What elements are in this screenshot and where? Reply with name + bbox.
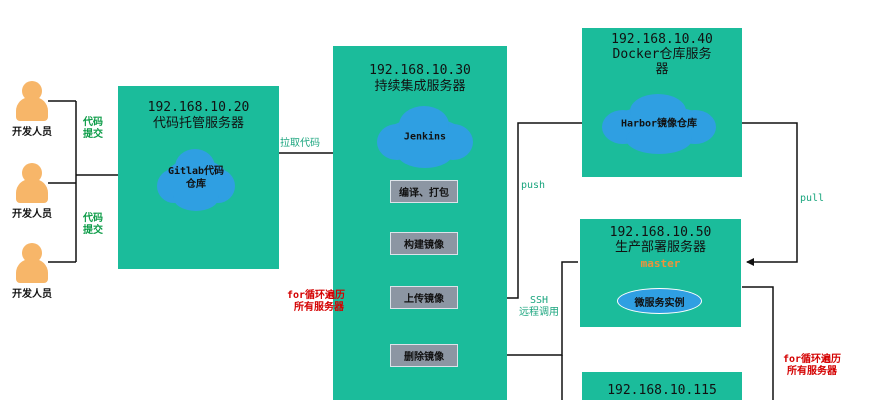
gitlab-repo-label-2: 仓库 [186, 179, 206, 190]
jenkins-label: Jenkins [403, 131, 447, 143]
prod-loop-note: for循环遍历 所有服务器 [783, 354, 842, 377]
jenkins-cloud: Jenkins [377, 104, 473, 170]
person-icon [22, 163, 42, 183]
gitlab-repo-cloud: Gitlab代码 仓库 [157, 145, 235, 211]
gitlab-server-ip: 192.168.10.20 [147, 100, 250, 115]
right-loop-bracket [742, 286, 774, 400]
pull-code-label: 拉取代码 [280, 138, 320, 149]
prod-server-ip: 192.168.10.50 [609, 225, 712, 240]
ci-loop-note: for循环遍历 所有服务器 [287, 290, 346, 313]
ci-server-box: 192.168.10.30 持续集成服务器 [333, 46, 507, 400]
step-compile: 编译、打包 [390, 180, 458, 203]
developer-label: 开发人员 [12, 127, 52, 138]
harbor-cloud: Harbor镜像仓库 [602, 92, 716, 156]
docker-server-name-2: 器 [655, 62, 669, 77]
step-delete-image: 删除镜像 [390, 344, 458, 367]
ssh-line [458, 261, 578, 356]
prod-server-2-box: 192.168.10.115 [582, 372, 742, 400]
prod-server-2-ip: 192.168.10.115 [607, 383, 717, 398]
pull-label: pull [800, 193, 825, 204]
ci-server-name: 持续集成服务器 [374, 79, 466, 94]
person-icon [22, 243, 42, 263]
person-icon [22, 81, 42, 101]
docker-server-name-1: Docker仓库服务 [612, 47, 712, 62]
developer-label: 开发人员 [12, 289, 52, 300]
step-upload-image: 上传镜像 [390, 286, 458, 309]
harbor-label: Harbor镜像仓库 [620, 118, 698, 130]
master-tag: master [640, 257, 681, 270]
gitlab-server-name: 代码托管服务器 [152, 116, 244, 131]
commit-label-top: 代码 提交 [83, 117, 103, 140]
gitlab-repo-label-1: Gitlab代码 [167, 166, 225, 177]
docker-server-ip: 192.168.10.40 [611, 32, 713, 47]
developer-label: 开发人员 [12, 209, 52, 220]
ci-server-ip: 192.168.10.30 [369, 63, 471, 78]
ssh-label: SSH 远程调用 [519, 295, 559, 318]
microservice-instance: 微服务实例 [617, 288, 702, 314]
push-label: push [521, 180, 546, 191]
pull-arrow [742, 122, 798, 266]
prod-server-name: 生产部署服务器 [614, 240, 706, 255]
step-build-image: 构建镜像 [390, 232, 458, 255]
commit-label-bottom: 代码 提交 [83, 213, 103, 236]
